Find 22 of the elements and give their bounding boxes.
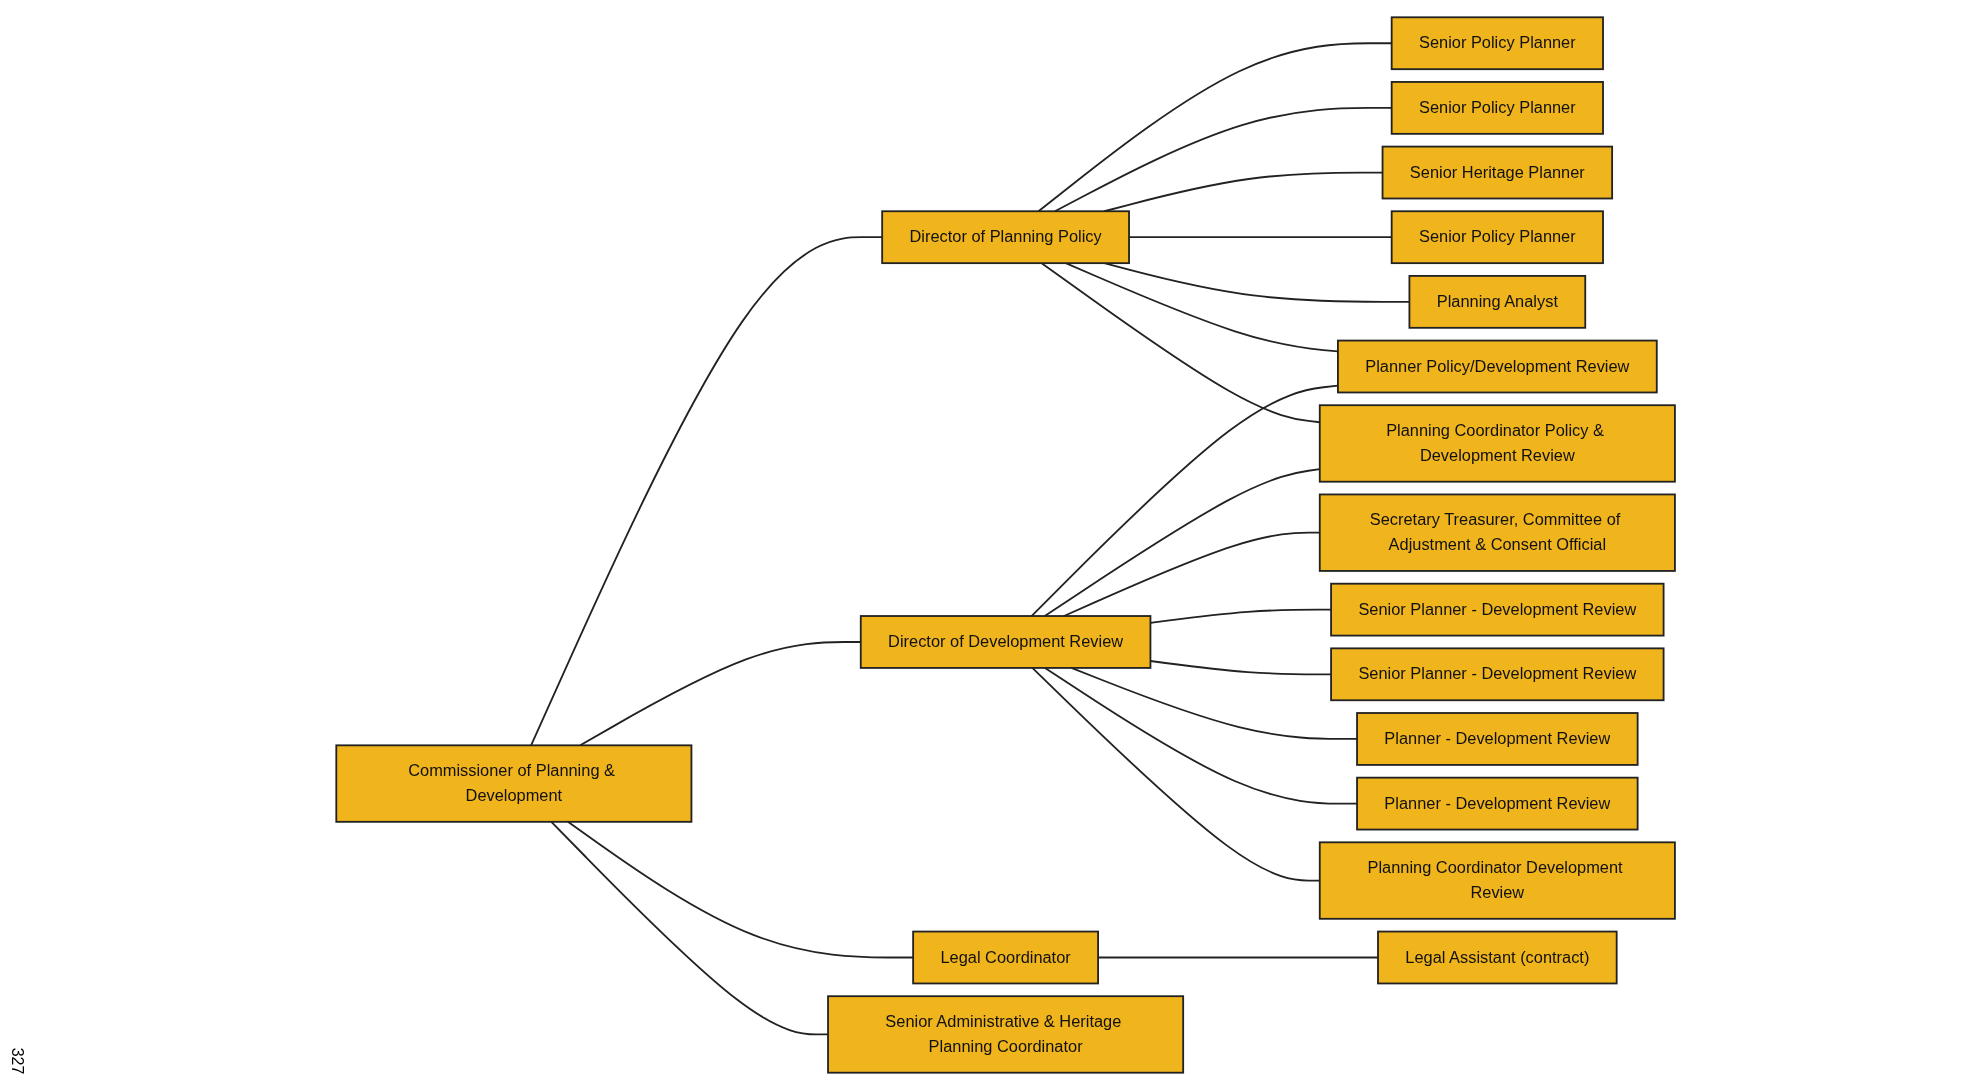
node-box: Senior Policy Planner	[1390, 81, 1604, 135]
node-box: Senior Planner - Development Review	[1330, 647, 1665, 702]
node-box: Senior Administrative & Heritage Planning Coordinator	[827, 995, 1184, 1074]
node-box: Legal Coordinator	[912, 930, 1099, 985]
node-box: Senior Policy Planner	[1390, 16, 1604, 71]
page-number: 327	[8, 1047, 27, 1075]
node-box: Planner Policy/Development Review	[1336, 339, 1658, 394]
node-box: Planner - Development Review	[1356, 712, 1639, 766]
node-box: Senior Policy Planner	[1390, 210, 1604, 265]
node-box: Planning Analyst	[1408, 275, 1587, 329]
node-box: Planning Coordinator Development Review	[1318, 841, 1676, 920]
node-box: Director of Development Review	[859, 615, 1152, 669]
node-box: Legal Assistant (contract)	[1377, 930, 1618, 985]
node-box: Commissioner of Planning & Development	[335, 744, 693, 823]
node-box: Director of Planning Policy	[881, 210, 1130, 265]
node-box: Planning Coordinator Policy & Development Review	[1318, 404, 1676, 483]
connector	[566, 820, 914, 959]
node-box: Planner - Development Review	[1356, 776, 1639, 831]
node-box: Secretary Treasurer, Committee of Adjustment & Consent Official	[1318, 493, 1676, 572]
connector	[530, 236, 883, 747]
node-box: Senior Heritage Planner	[1381, 145, 1613, 200]
node-box: Senior Planner - Development Review	[1330, 582, 1665, 637]
